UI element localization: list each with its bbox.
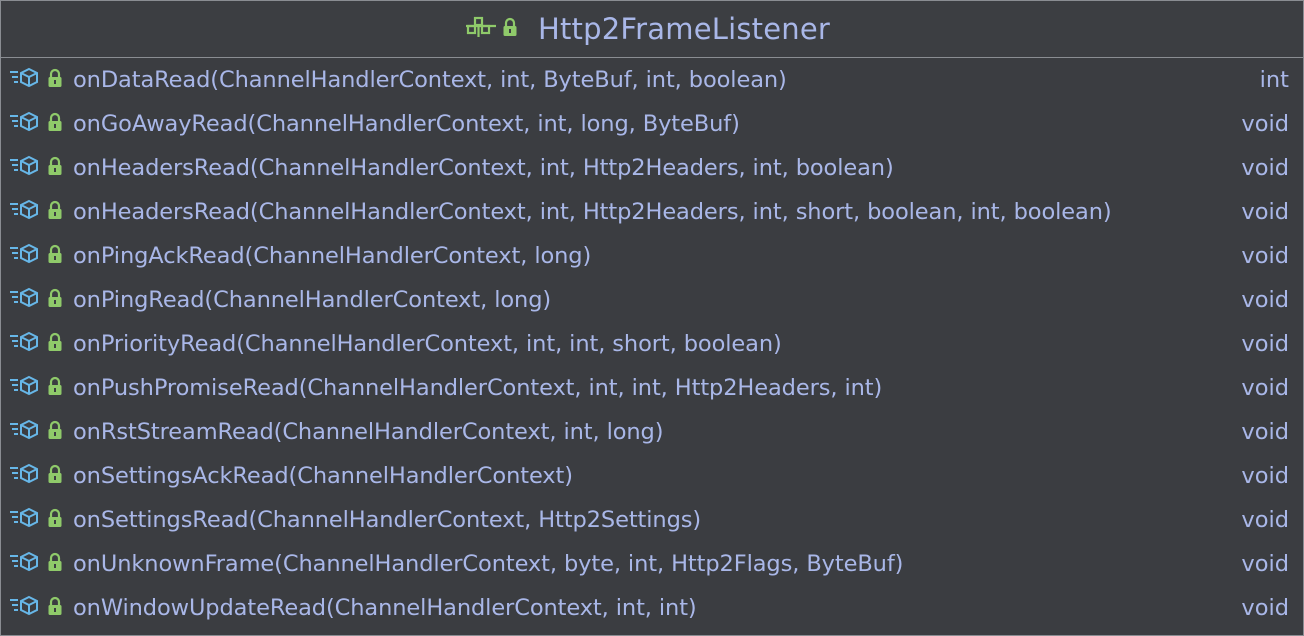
interface-icon <box>465 16 496 42</box>
method-row-icons <box>1 287 73 313</box>
lock-icon <box>47 156 63 180</box>
abstract-method-icon <box>9 463 41 489</box>
method-row[interactable]: onPushPromiseRead(ChannelHandlerContext,… <box>1 366 1303 410</box>
method-return-type: void <box>1241 199 1289 225</box>
lock-icon <box>47 112 63 136</box>
method-signature: onSettingsRead(ChannelHandlerContext, Ht… <box>73 507 702 533</box>
method-signature: onPriorityRead(ChannelHandlerContext, in… <box>73 331 782 357</box>
method-return-type: void <box>1241 287 1289 313</box>
method-signature: onUnknownFrame(ChannelHandlerContext, by… <box>73 551 904 577</box>
method-return-type: void <box>1241 155 1289 181</box>
method-row-icons <box>1 331 73 357</box>
abstract-method-icon <box>9 419 41 445</box>
lock-icon <box>47 288 63 312</box>
abstract-method-icon <box>9 551 41 577</box>
lock-icon <box>47 508 63 532</box>
method-row-icons <box>1 243 73 269</box>
lock-icon <box>47 464 63 488</box>
method-signature: onPingAckRead(ChannelHandlerContext, lon… <box>73 243 592 269</box>
method-row[interactable]: onPingAckRead(ChannelHandlerContext, lon… <box>1 234 1303 278</box>
method-row-icons <box>1 111 73 137</box>
abstract-method-icon <box>9 507 41 533</box>
lock-icon <box>47 332 63 356</box>
method-row-icons <box>1 155 73 181</box>
method-row[interactable]: onWindowUpdateRead(ChannelHandlerContext… <box>1 586 1303 630</box>
method-row-icons <box>1 419 73 445</box>
method-return-type: void <box>1241 243 1289 269</box>
header-icons <box>465 16 518 42</box>
lock-icon <box>47 420 63 444</box>
method-row[interactable]: onDataRead(ChannelHandlerContext, int, B… <box>1 58 1303 102</box>
method-return-type: void <box>1241 551 1289 577</box>
method-row-icons <box>1 463 73 489</box>
method-return-type: void <box>1241 595 1289 621</box>
lock-icon <box>47 552 63 576</box>
abstract-method-icon <box>9 287 41 313</box>
lock-icon <box>47 244 63 268</box>
method-row[interactable]: onUnknownFrame(ChannelHandlerContext, by… <box>1 542 1303 586</box>
method-row[interactable]: onSettingsAckRead(ChannelHandlerContext)… <box>1 454 1303 498</box>
method-row[interactable]: onPriorityRead(ChannelHandlerContext, in… <box>1 322 1303 366</box>
method-row[interactable]: onHeadersRead(ChannelHandlerContext, int… <box>1 190 1303 234</box>
method-row[interactable]: onPingRead(ChannelHandlerContext, long) v… <box>1 278 1303 322</box>
abstract-method-icon <box>9 331 41 357</box>
abstract-method-icon <box>9 243 41 269</box>
abstract-method-icon <box>9 595 41 621</box>
abstract-method-icon <box>9 155 41 181</box>
method-row[interactable]: onRstStreamRead(ChannelHandlerContext, i… <box>1 410 1303 454</box>
method-row-icons <box>1 67 73 93</box>
abstract-method-icon <box>9 111 41 137</box>
class-title: Http2FrameListener <box>537 12 831 46</box>
method-return-type: void <box>1241 419 1289 445</box>
method-return-type: void <box>1241 331 1289 357</box>
method-row[interactable]: onSettingsRead(ChannelHandlerContext, Ht… <box>1 498 1303 542</box>
method-return-type: void <box>1241 507 1289 533</box>
method-row-icons <box>1 375 73 401</box>
abstract-method-icon <box>9 67 41 93</box>
method-signature: onHeadersRead(ChannelHandlerContext, int… <box>73 199 1112 225</box>
abstract-method-icon <box>9 375 41 401</box>
lock-icon <box>47 200 63 224</box>
method-row-icons <box>1 595 73 621</box>
method-return-type: void <box>1241 111 1289 137</box>
method-row-icons <box>1 507 73 533</box>
method-row-icons <box>1 199 73 225</box>
method-signature: onHeadersRead(ChannelHandlerContext, int… <box>73 155 894 181</box>
lock-icon <box>47 376 63 400</box>
method-row[interactable]: onGoAwayRead(ChannelHandlerContext, int,… <box>1 102 1303 146</box>
class-header: Http2FrameListener <box>1 1 1303 58</box>
method-signature: onRstStreamRead(ChannelHandlerContext, i… <box>73 419 664 445</box>
method-return-type: void <box>1241 375 1289 401</box>
method-signature: onGoAwayRead(ChannelHandlerContext, int,… <box>73 111 740 137</box>
abstract-method-icon <box>9 199 41 225</box>
method-signature: onDataRead(ChannelHandlerContext, int, B… <box>73 67 787 93</box>
lock-icon <box>47 596 63 620</box>
method-return-type: int <box>1259 67 1289 93</box>
method-signature: onPingRead(ChannelHandlerContext, long) <box>73 287 552 313</box>
method-return-type: void <box>1241 463 1289 489</box>
lock-icon <box>47 68 63 92</box>
method-signature: onPushPromiseRead(ChannelHandlerContext,… <box>73 375 883 401</box>
method-signature: onWindowUpdateRead(ChannelHandlerContext… <box>73 595 697 621</box>
method-row-icons <box>1 551 73 577</box>
method-row[interactable]: onHeadersRead(ChannelHandlerContext, int… <box>1 146 1303 190</box>
method-list: onDataRead(ChannelHandlerContext, int, B… <box>1 58 1303 630</box>
method-signature: onSettingsAckRead(ChannelHandlerContext) <box>73 463 573 489</box>
lock-icon <box>502 17 518 41</box>
